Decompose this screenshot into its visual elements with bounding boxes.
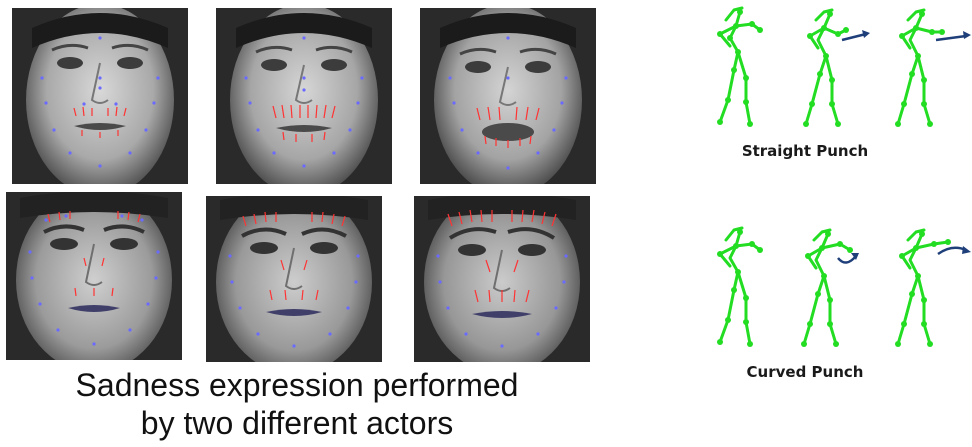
curved-punch-caption: Curved Punch [746,363,864,381]
skeleton-sequence-curved [717,226,971,347]
face-image [206,196,382,362]
face-actor2-frame2 [206,196,382,362]
face-actor2-frame1 [6,192,182,360]
faces-caption-line2: by two different actors [140,405,454,441]
face-image [420,8,596,184]
skeleton-sequence-straight [717,6,971,127]
faces-caption: Sadness expression performed by two diff… [32,366,562,442]
faces-caption-line1: Sadness expression performed [75,367,519,403]
straight-punch-caption: Straight Punch [741,142,869,160]
face-image [12,8,188,184]
punch-arrows-straight [841,30,971,42]
face-actor1-frame2 [216,8,392,184]
face-image [6,192,182,360]
face-image [414,196,590,362]
face-image [216,8,392,184]
straight-punch-sequence [690,0,972,160]
face-actor1-frame3 [420,8,596,184]
face-actor1-frame1 [12,8,188,184]
facial-expression-figure: Sadness expression performed by two diff… [6,8,596,442]
face-actor2-frame3 [414,196,590,362]
curved-punch-sequence [690,222,972,382]
